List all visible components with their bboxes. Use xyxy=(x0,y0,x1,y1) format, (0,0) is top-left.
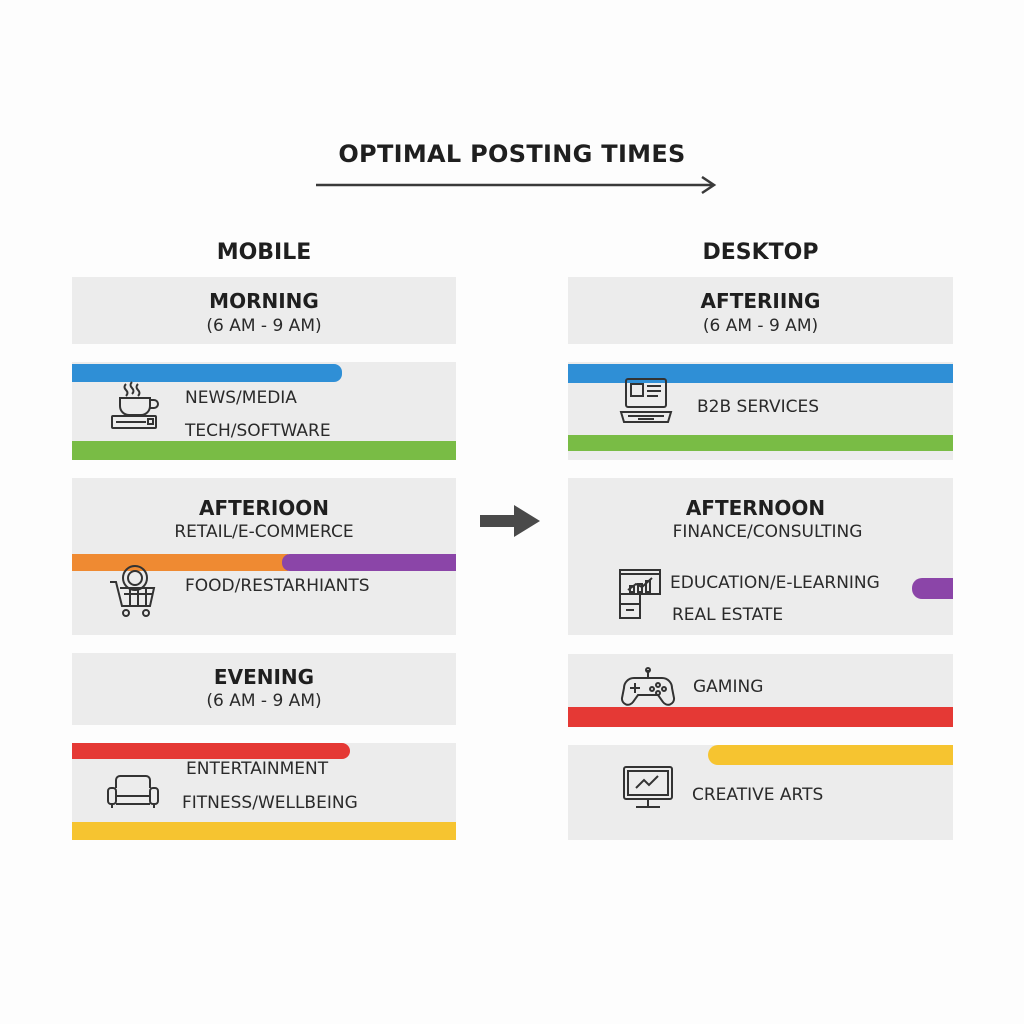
mobile-morning-title: MORNING xyxy=(209,289,319,313)
desktop-morning-title: AFTERIING xyxy=(700,289,821,313)
desktop-afternoon-item-1: EDUCATION/E-LEARNING xyxy=(670,573,880,593)
desktop-column-label: DESKTOP xyxy=(702,240,819,265)
mobile-morning-time: (6 AM - 9 AM) xyxy=(206,316,322,336)
desktop-morning-item-1: B2B SERVICES xyxy=(697,397,820,417)
desktop-afternoon-panel xyxy=(568,478,953,635)
mobile-morning-blue-bar xyxy=(72,364,342,382)
diagram-title: OPTIMAL POSTING TIMES xyxy=(338,140,686,168)
mobile-afternoon-purple-bar xyxy=(282,554,456,571)
mobile-evening-panel xyxy=(72,653,456,725)
mobile-afternoon-item-1: FOOD/RESTARHIANTS xyxy=(185,576,370,596)
desktop-creative-yellow-bar xyxy=(708,745,953,765)
coffee-keyboard-icon xyxy=(111,381,159,429)
mobile-morning-panel xyxy=(72,277,456,344)
desktop-afternoon-item-2: REAL ESTATE xyxy=(672,605,784,625)
desktop-gaming-red-bar xyxy=(568,707,953,727)
desktop-morning-panel xyxy=(568,277,953,344)
desktop-creative-item-1: CREATIVE ARTS xyxy=(692,785,824,805)
sofa-icon xyxy=(107,775,159,808)
title-arrow-icon xyxy=(316,176,717,195)
mobile-evening-yellow-bar xyxy=(72,822,456,840)
game-controller-icon xyxy=(620,667,676,706)
monitor-chart-icon xyxy=(623,766,673,808)
mobile-evening-item-2: FITNESS/WELLBEING xyxy=(182,793,358,813)
desktop-morning-green-bar xyxy=(568,435,953,451)
mobile-evening-item-1: ENTERTAINMENT xyxy=(186,759,329,779)
mobile-evening-red-bar xyxy=(72,743,350,759)
desktop-gaming-item-1: GAMING xyxy=(693,677,764,697)
mobile-morning-item-2: TECH/SOFTWARE xyxy=(185,421,331,441)
mobile-evening-title: EVENING xyxy=(213,665,315,689)
mobile-afternoon-orange-bar xyxy=(72,554,288,571)
mobile-afternoon-title: AFTERIOON xyxy=(198,496,330,520)
shopping-cart-icon xyxy=(110,565,156,617)
mobile-morning-green-bar xyxy=(72,441,456,460)
desktop-afternoon-title: AFTERNOON xyxy=(685,496,826,520)
desktop-afternoon-purple-bar xyxy=(912,578,953,599)
mobile-afternoon-subtitle: RETAIL/E-COMMERCE xyxy=(174,522,354,542)
laptop-icon xyxy=(619,378,673,423)
center-arrow-icon xyxy=(480,505,540,537)
desktop-afternoon-subtitle: FINANCE/CONSULTING xyxy=(672,522,863,542)
mobile-morning-item-1: NEWS/MEDIA xyxy=(185,388,297,408)
mobile-evening-time: (6 AM - 9 AM) xyxy=(206,691,322,711)
mobile-column-label: MOBILE xyxy=(216,240,312,265)
presentation-board-icon xyxy=(619,569,661,619)
desktop-morning-time: (6 AM - 9 AM) xyxy=(702,316,819,336)
